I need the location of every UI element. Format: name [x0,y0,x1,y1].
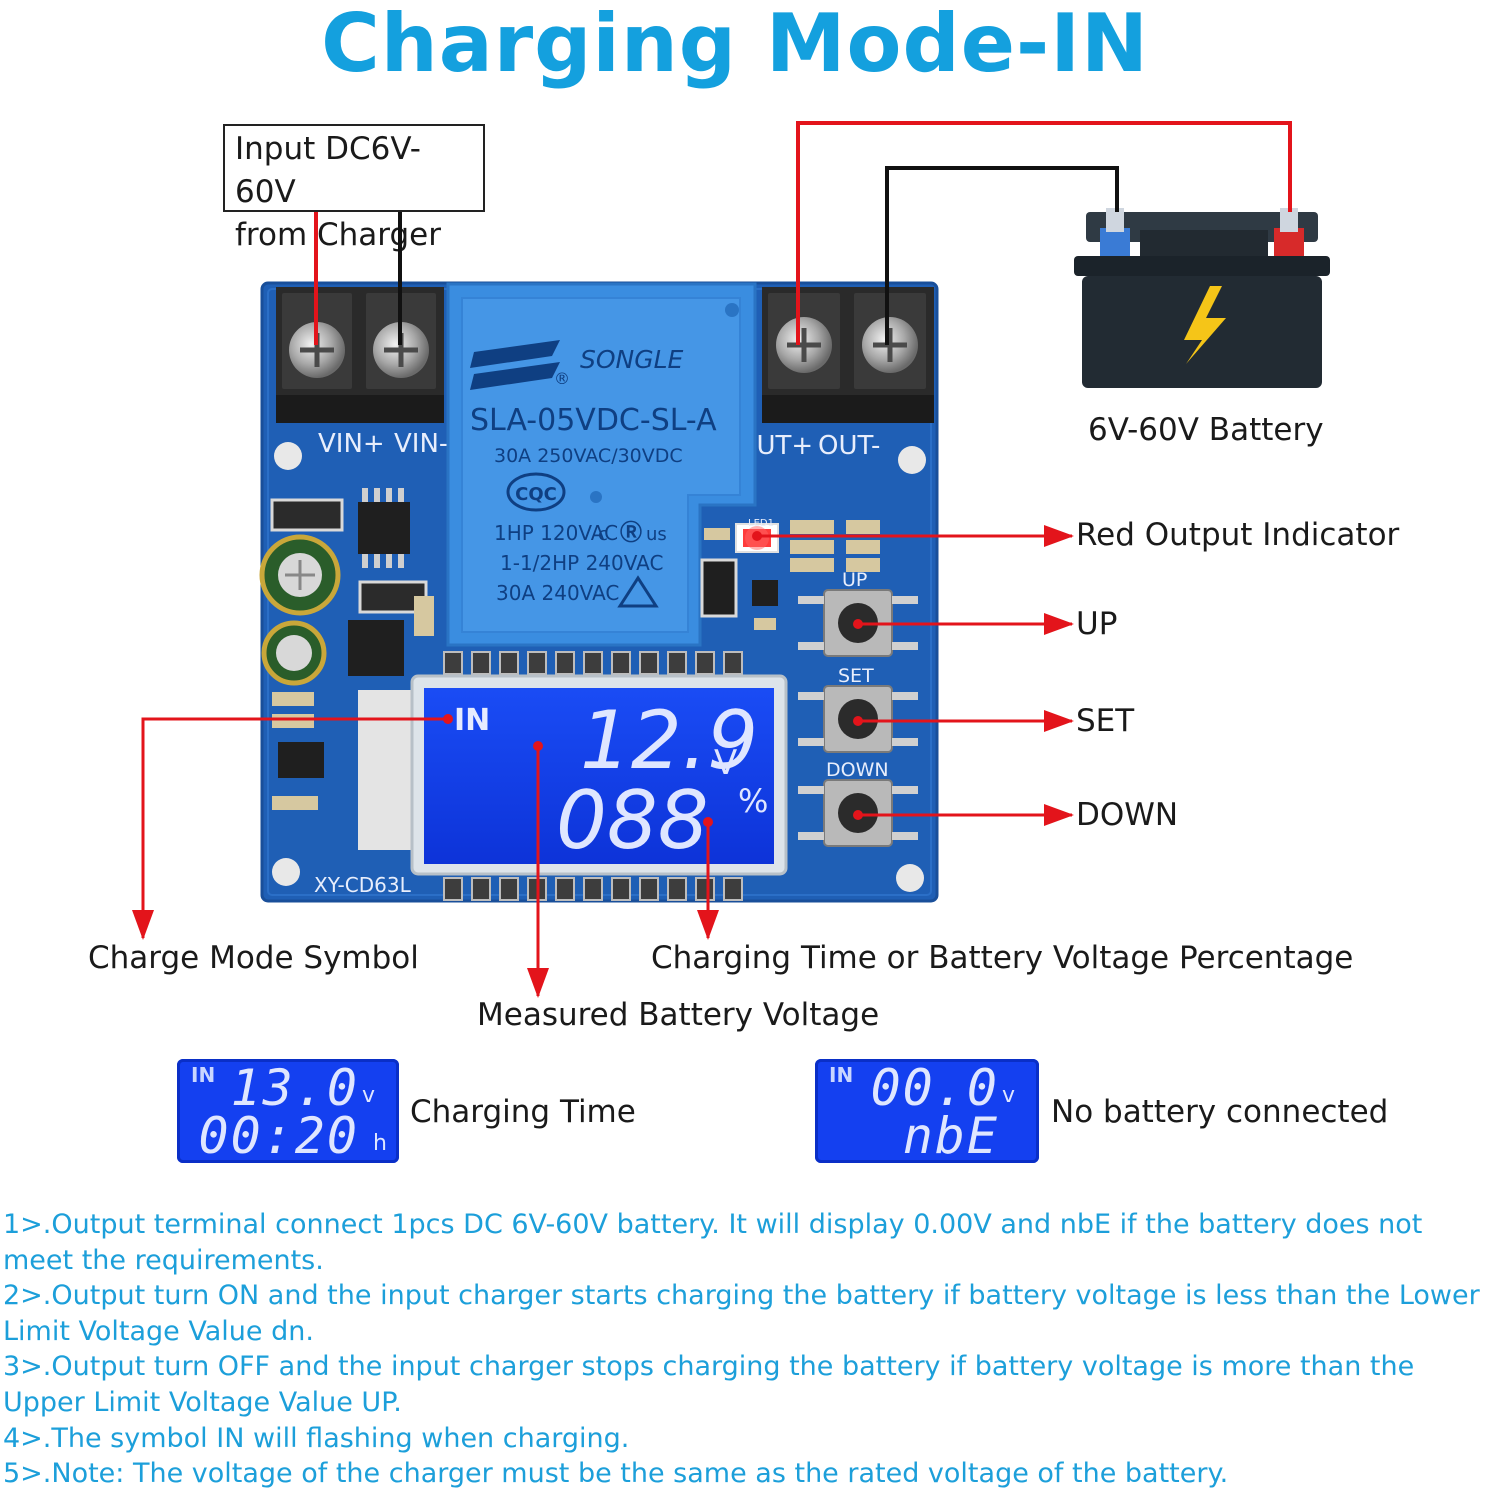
button-label-up: UP [842,569,867,591]
relay-rating-4: 30A 240VAC [496,581,619,605]
left-components [259,488,434,810]
input-terminal-block [276,287,444,423]
led-label: LED1 [748,518,774,529]
lcd-voltage-unit: V [714,743,737,783]
example-lcd-line1: 00.0 [870,1059,999,1117]
input-label-line1: Input DC6V-60V [235,131,421,210]
callout-measured-battery-voltage: Measured Battery Voltage [477,997,880,1033]
instruction-notes: 1>.Output terminal connect 1pcs DC 6V-60… [3,1207,1498,1492]
cqc-mark [506,472,566,512]
callout-red-output-indicator: Red Output Indicator [1076,517,1400,553]
example-lcd-symbol: IN [829,1063,854,1087]
example-lcd-charging-time: IN 13.0 v 00:20 h [177,1059,399,1165]
lcd-in-symbol: IN [454,703,490,738]
callout-up: UP [1076,606,1118,642]
button-label-set: SET [838,665,874,687]
mounting-hole [272,858,300,886]
right-components [700,520,880,630]
battery-icon [1074,208,1330,388]
example-lcd-no-battery: IN 00.0 v nbE [815,1059,1039,1165]
battery-black-wire [885,166,1119,345]
relay-brand: SONGLE [580,345,684,374]
lcd-backlight-strip [358,690,418,850]
board-model: XY-CD63L [314,873,412,897]
terminal-label-vin-minus: VIN- [394,429,448,459]
terminal-label-out-minus: OUT- [818,431,880,461]
relay-model: SLA-05VDC-SL-A [470,403,717,438]
example-lcd-unit2: h [373,1131,387,1156]
example-lcd-line2: nbE [902,1107,999,1165]
arrow-charge-mode-symbol [132,717,448,940]
battery-red-wire [796,121,1292,345]
lcd-percentage-unit: % [738,782,768,820]
callout-set: SET [1076,703,1135,739]
relay-rating-3: 1-1/2HP 240VAC [500,551,663,575]
lcd-screen [424,688,774,864]
registered-mark: ® [554,369,570,388]
input-label-box: Input DC6V-60V from Charger [223,124,485,253]
note-item: 5>.Note: The voltage of the charger must… [3,1458,1229,1490]
relay: SONGLE ® SLA-05VDC-SL-A 30A 250VAC/30VDC… [446,282,757,647]
terminal-label-vin-plus: VIN+ [318,429,385,459]
example-caption-charging-time: Charging Time [410,1094,636,1130]
note-item: 2>.Output turn ON and the input charger … [3,1280,1480,1347]
ul-mark: Ⓡ [620,520,642,546]
callout-charge-mode-symbol: Charge Mode Symbol [88,940,419,976]
lcd-pins [443,651,743,901]
relay-rating-2: 1HP 120VAC [494,521,618,545]
lightning-icon [1184,286,1226,364]
note-item: 1>.Output terminal connect 1pcs DC 6V-60… [3,1209,1423,1276]
example-lcd-symbol: IN [191,1063,216,1087]
example-caption-no-battery: No battery connected [1051,1094,1389,1130]
triangle-icon [617,575,659,608]
mounting-hole [898,446,926,474]
output-terminal-block [762,287,934,423]
callout-charging-time-or-percentage: Charging Time or Battery Voltage Percent… [651,940,1354,976]
lcd-voltage: 12.9 [580,694,758,787]
relay-ul-us: us [646,524,667,545]
mounting-hole [896,864,924,892]
button-label-down: DOWN [826,759,889,781]
example-lcd-line2: 00:20 [198,1107,359,1165]
note-item: 4>.The symbol IN will flashing when char… [3,1422,630,1454]
relay-rating-1: 30A 250VAC/30VDC [494,445,683,467]
relay-cert: CQC [515,484,557,505]
battery-label: 6V-60V Battery [1088,412,1324,448]
page-title: Charging Mode-IN [321,0,1149,90]
note-item: 3>.Output turn OFF and the input charger… [3,1351,1415,1418]
mounting-hole [274,442,302,470]
callout-down: DOWN [1076,797,1179,833]
example-lcd-unit1: v [361,1083,375,1108]
example-lcd-unit1: v [1001,1083,1015,1108]
example-lcd-line1: 13.0 [230,1059,359,1117]
relay-ul-c: c [598,524,608,545]
input-label-line2: from Charger [235,217,441,253]
lcd-percentage: 088 [556,774,709,867]
